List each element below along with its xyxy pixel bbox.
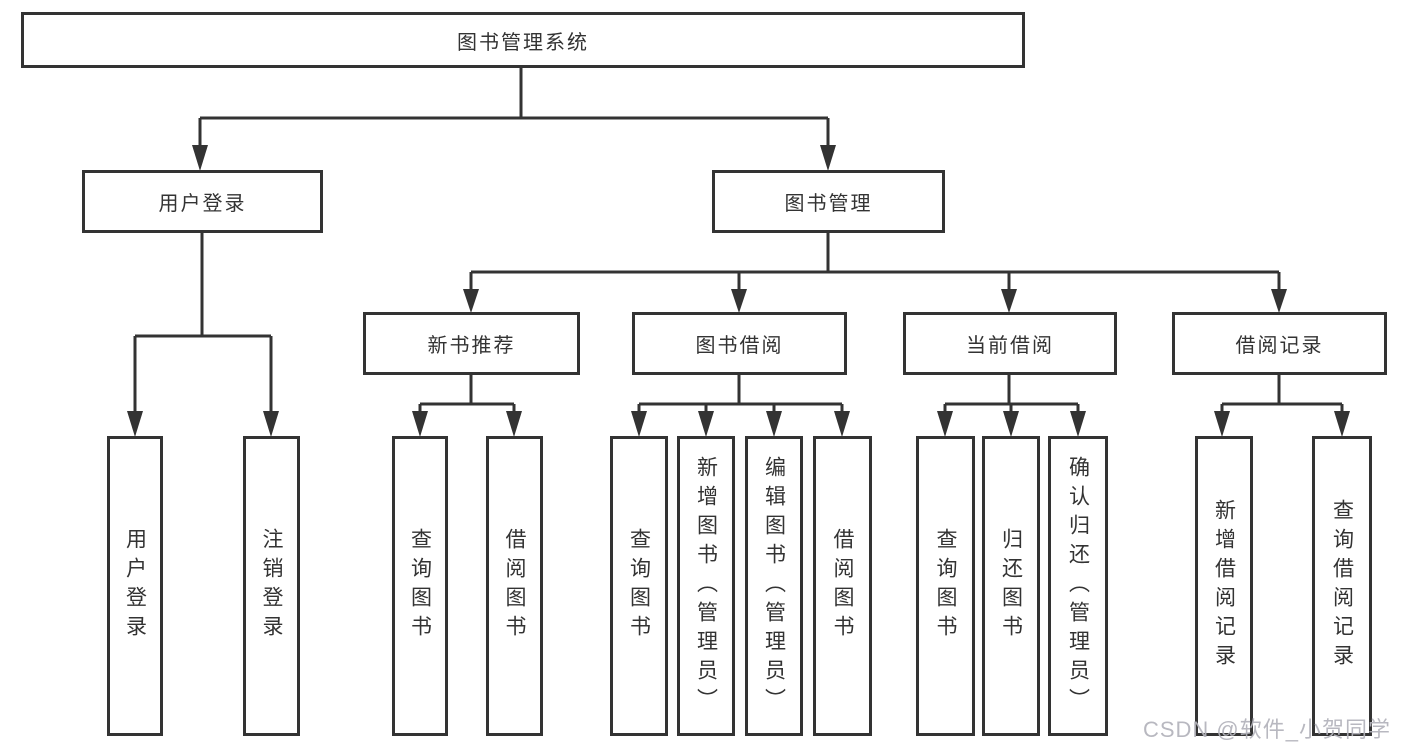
leaf-recommend-borrow-books: 借阅图书 (486, 436, 543, 736)
leaf-user-login: 用户登录 (107, 436, 163, 736)
connector-root (198, 65, 830, 148)
arrow-icon (463, 289, 479, 313)
connector-book-mgmt (469, 230, 1281, 292)
node-user-login: 用户登录 (82, 170, 323, 233)
node-current-borrowing: 当前借阅 (903, 312, 1117, 375)
connector-current-borrow (943, 372, 1080, 414)
leaf-borrowing-query-books: 查询图书 (610, 436, 668, 736)
arrow-icon (1003, 411, 1019, 437)
arrow-icon (731, 289, 747, 313)
arrow-icon (631, 411, 647, 437)
leaf-confirm-return-admin: 确认归还（管理员） (1048, 436, 1108, 736)
leaf-add-books-admin: 新增图书（管理员） (677, 436, 735, 736)
arrow-icon (820, 145, 836, 171)
arrow-icon (192, 145, 208, 171)
csdn-watermark: CSDN @软件_小贺同学 (1142, 717, 1391, 742)
arrow-icon (263, 411, 279, 437)
connector-user-login (133, 230, 273, 414)
node-book-borrowing: 图书借阅 (632, 312, 847, 375)
arrow-icon (698, 411, 714, 437)
node-new-book-recommend: 新书推荐 (363, 312, 580, 375)
arrow-icon (1070, 411, 1086, 437)
leaf-edit-books-admin: 编辑图书（管理员） (745, 436, 803, 736)
leaf-add-borrow-record: 新增借阅记录 (1195, 436, 1253, 736)
arrow-icon (1214, 411, 1230, 437)
arrow-icon (412, 411, 428, 437)
node-borrowing-records: 借阅记录 (1172, 312, 1387, 375)
arrow-icon (937, 411, 953, 437)
arrow-icon (834, 411, 850, 437)
leaf-return-books: 归还图书 (982, 436, 1040, 736)
arrow-icon (127, 411, 143, 437)
arrowheads (127, 145, 1350, 437)
arrow-icon (506, 411, 522, 437)
node-library-management-system: 图书管理系统 (21, 12, 1025, 68)
connector-book-borrow (637, 372, 844, 414)
leaf-current-query-books: 查询图书 (916, 436, 975, 736)
arrow-icon (1271, 289, 1287, 313)
connector-new-book (418, 372, 516, 414)
arrow-icon (1001, 289, 1017, 313)
connector-borrow-records (1220, 372, 1344, 414)
leaf-query-borrow-record: 查询借阅记录 (1312, 436, 1372, 736)
arrow-icon (1334, 411, 1350, 437)
node-book-management: 图书管理 (712, 170, 945, 233)
arrow-icon (766, 411, 782, 437)
leaf-logout: 注销登录 (243, 436, 300, 736)
leaf-recommend-query-books: 查询图书 (392, 436, 448, 736)
leaf-borrowing-borrow-books: 借阅图书 (813, 436, 872, 736)
